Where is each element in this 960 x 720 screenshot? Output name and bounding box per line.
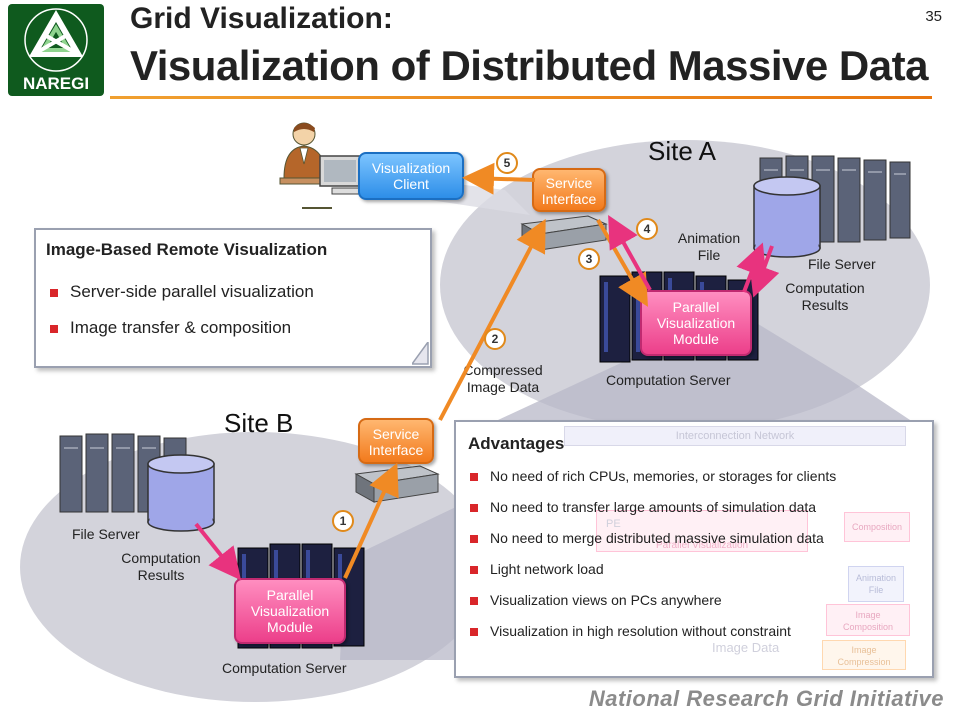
title-rule xyxy=(110,96,932,99)
slide-title-line2: Visualization of Distributed Massive Dat… xyxy=(130,42,928,89)
arrow-site-b-results xyxy=(194,522,241,581)
site-b-label: Site B xyxy=(224,408,294,438)
step-5-marker: 5 xyxy=(496,152,518,174)
advantage-item: No need of rich CPUs, memories, or stora… xyxy=(470,468,836,484)
bg-pe-area xyxy=(596,510,808,552)
logo-text: NAREGI xyxy=(22,74,90,93)
site-a-file-server-label: File Server xyxy=(808,256,876,272)
bullet-square-icon xyxy=(50,288,58,297)
bullet-square-icon xyxy=(470,628,478,637)
site-a-animation-file-label: Animation File xyxy=(677,230,741,263)
site-a-service-interface[interactable]: Service Interface xyxy=(532,168,606,212)
callout-item: Server-side parallel visualization xyxy=(50,282,314,302)
bg-pe-label: PE xyxy=(606,518,621,530)
bullet-square-icon xyxy=(470,535,478,544)
arrow-step-5 xyxy=(462,162,536,195)
bg-image-composition: Image Composition xyxy=(826,604,910,636)
bg-image-compression: Image Compression xyxy=(822,640,906,670)
advantage-item: Visualization in high resolution without… xyxy=(470,623,791,639)
site-b-file-server-label: File Server xyxy=(72,526,140,542)
slide-title-line1: Grid Visualization: xyxy=(130,2,393,35)
step-2-marker: 2 xyxy=(484,328,506,350)
site-a-parallel-visualization-module[interactable]: Parallel Visualization Module xyxy=(640,290,752,356)
visualization-client-node[interactable]: Visualization Client xyxy=(358,152,464,200)
step-3-marker: 3 xyxy=(578,248,600,270)
naregi-emblem-icon xyxy=(24,8,88,72)
advantage-item: Visualization views on PCs anywhere xyxy=(470,592,722,608)
advantages-title: Advantages xyxy=(468,434,565,453)
arrow-site-a-results xyxy=(749,245,780,298)
callout-title: Image-Based Remote Visualization xyxy=(46,240,328,259)
arrow-step-4 xyxy=(608,215,652,291)
callout-folded-corner-icon xyxy=(412,342,429,365)
bg-parallel-visualization-label: Parallel Visualization xyxy=(656,540,749,551)
bullet-square-icon xyxy=(470,473,478,482)
image-based-remote-visualization-callout: Image-Based Remote Visualization Server-… xyxy=(34,228,432,368)
arrow-step-2 xyxy=(438,218,546,421)
site-a-computation-server-label: Computation Server xyxy=(606,372,731,388)
advantages-panel: Interconnection Network PE Parallel Visu… xyxy=(454,420,934,678)
naregi-logo: NAREGI xyxy=(8,4,104,96)
bullet-square-icon xyxy=(470,597,478,606)
bullet-square-icon xyxy=(470,504,478,513)
bg-image-data-label: Image Data xyxy=(712,640,780,655)
callout-item: Image transfer & composition xyxy=(50,318,291,338)
page-number: 35 xyxy=(925,8,942,25)
bg-animation-file: Animation File xyxy=(848,566,904,602)
bg-composition: Composition xyxy=(844,512,910,542)
bullet-square-icon xyxy=(470,566,478,575)
arrow-step-1 xyxy=(343,462,399,579)
site-b-computation-results-label: Computation Results xyxy=(121,550,201,583)
step-1-marker: 1 xyxy=(332,510,354,532)
bullet-square-icon xyxy=(50,324,58,333)
site-a-computation-results-label: Computation Results xyxy=(785,280,865,313)
step-4-marker: 4 xyxy=(636,218,658,240)
bg-interconnection-network: Interconnection Network xyxy=(564,426,906,446)
arrow-step-3 xyxy=(596,219,648,307)
compressed-image-data-label: Compressed Image Data xyxy=(463,362,543,395)
site-b-computation-server-label: Computation Server xyxy=(222,660,347,676)
advantage-item: Light network load xyxy=(470,561,604,577)
footer-initiative-name: National Research Grid Initiative xyxy=(588,686,944,711)
advantage-item: No need to merge distributed massive sim… xyxy=(470,530,824,546)
advantage-item: No need to transfer large amounts of sim… xyxy=(470,499,816,515)
site-a-label: Site A xyxy=(648,136,716,166)
site-a-storage-cylinder-icon xyxy=(753,176,821,258)
site-b-parallel-visualization-module[interactable]: Parallel Visualization Module xyxy=(234,578,346,644)
user-at-computer-icon xyxy=(279,122,363,209)
